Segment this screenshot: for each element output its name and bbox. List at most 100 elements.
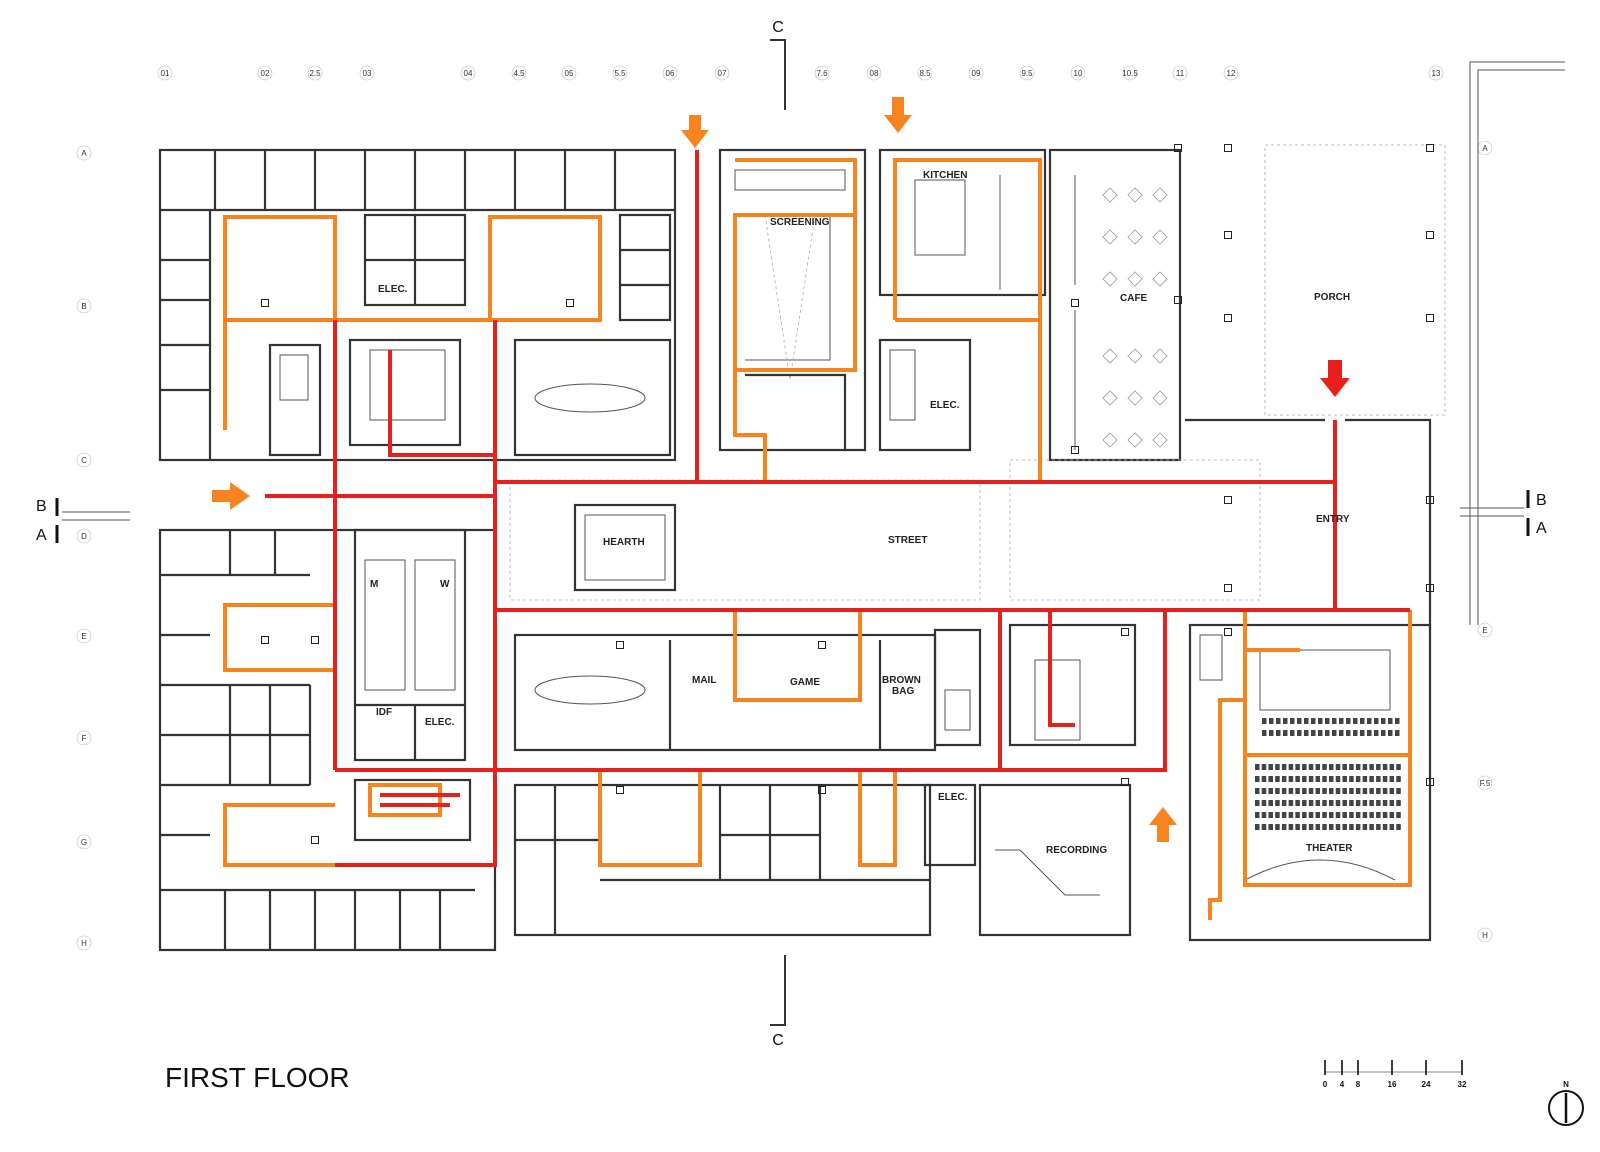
theater-seat xyxy=(1268,800,1273,806)
cafe-table xyxy=(1127,432,1143,448)
cafe-table xyxy=(1102,390,1118,406)
column xyxy=(1426,231,1434,239)
svg-text:C: C xyxy=(772,19,784,36)
svg-text:A: A xyxy=(36,527,47,544)
theater-seat xyxy=(1349,764,1354,770)
theater-seat xyxy=(1388,718,1393,724)
column-grid-label: 9.5 xyxy=(1021,69,1033,78)
theater-seat xyxy=(1339,730,1344,736)
section-marker-c-top: C xyxy=(770,19,786,110)
theater-seat xyxy=(1315,764,1321,770)
theater-seat xyxy=(1342,776,1347,782)
svg-text:C: C xyxy=(772,1032,784,1049)
theater-seat xyxy=(1335,776,1341,782)
theater-seat xyxy=(1362,800,1368,806)
theater-seat xyxy=(1329,812,1334,818)
theater-seat xyxy=(1308,764,1314,770)
theater-seat xyxy=(1349,776,1354,782)
theater-seat xyxy=(1311,730,1316,736)
theater-seat xyxy=(1362,788,1368,794)
theater-seat xyxy=(1304,718,1309,724)
theater-seat xyxy=(1388,730,1393,736)
grid-bubble xyxy=(1477,927,1493,943)
theater-seat xyxy=(1376,812,1381,818)
theater-seat xyxy=(1281,812,1287,818)
cafe-table xyxy=(1127,229,1143,245)
theater-seat xyxy=(1288,812,1294,818)
theater-seat xyxy=(1355,788,1361,794)
theater-seat xyxy=(1261,800,1267,806)
grid-bubble xyxy=(1223,65,1239,81)
row-grid-label: F xyxy=(82,734,87,743)
grid-bubble xyxy=(1477,775,1493,791)
theater-seat xyxy=(1283,718,1288,724)
room-label-idf: IDF xyxy=(376,707,392,718)
room-label-elec-4: ELEC. xyxy=(938,792,968,803)
cafe-table xyxy=(1152,187,1168,203)
room-label-porch: PORCH xyxy=(1314,292,1350,303)
theater-seat xyxy=(1308,800,1314,806)
theater-seat xyxy=(1389,812,1395,818)
cafe-table xyxy=(1152,390,1168,406)
theater-seat xyxy=(1269,730,1274,736)
theater-seat xyxy=(1346,730,1351,736)
theater-seat xyxy=(1329,824,1334,830)
column xyxy=(261,636,269,644)
theater-seat xyxy=(1335,764,1341,770)
grid-bubble xyxy=(76,628,92,644)
column-grid-label: 11 xyxy=(1176,69,1185,78)
grid-bubble xyxy=(1477,622,1493,638)
column-grid-label: 8.5 xyxy=(919,69,931,78)
row-grid-label: C xyxy=(81,456,87,465)
column xyxy=(1071,299,1079,307)
grid-bubble xyxy=(307,65,323,81)
cafe-table xyxy=(1102,348,1118,364)
section-marker-right: B A xyxy=(1460,490,1547,537)
column-grid-label: 05 xyxy=(565,69,574,78)
grid-bubble xyxy=(968,65,984,81)
theater-seat xyxy=(1355,764,1361,770)
theater-seat xyxy=(1329,800,1334,806)
theater-seat xyxy=(1355,812,1361,818)
cafe-tables xyxy=(1102,187,1168,448)
theater-seat xyxy=(1322,764,1327,770)
theater-seat xyxy=(1297,730,1302,736)
grid-bubble xyxy=(1172,65,1188,81)
grid-bubble xyxy=(1122,65,1138,81)
cafe-table xyxy=(1102,187,1118,203)
column xyxy=(1224,314,1232,322)
theater-seat xyxy=(1302,824,1307,830)
cafe-table xyxy=(1152,229,1168,245)
theater-seat xyxy=(1261,788,1267,794)
theater-seat xyxy=(1396,776,1401,782)
theater-seat xyxy=(1342,800,1347,806)
grid-bubble xyxy=(1070,65,1086,81)
theater-seat xyxy=(1315,824,1321,830)
theater-seat xyxy=(1288,788,1294,794)
theater-seat xyxy=(1268,824,1273,830)
theater-seat xyxy=(1353,718,1358,724)
theater-seat xyxy=(1281,800,1287,806)
room-label-elec-2: ELEC. xyxy=(930,400,960,411)
column xyxy=(566,299,574,307)
column-grid-label: 01 xyxy=(161,69,170,78)
theater-seat xyxy=(1261,812,1267,818)
theater-seat xyxy=(1302,764,1307,770)
structural-columns xyxy=(261,144,1434,844)
theater-seat xyxy=(1322,812,1327,818)
theater-seat xyxy=(1268,788,1273,794)
grid-bubble xyxy=(460,65,476,81)
row-grid-label: A xyxy=(81,149,87,158)
grid-bubble xyxy=(814,65,830,81)
theater-seat xyxy=(1382,776,1388,782)
entry-arrow-east xyxy=(1320,360,1350,397)
theater-seat xyxy=(1382,812,1388,818)
theater-seating xyxy=(1255,718,1401,830)
drawing-title: FIRST FLOOR xyxy=(165,1062,350,1093)
theater-seat xyxy=(1362,812,1368,818)
column xyxy=(1121,628,1129,636)
theater-seat xyxy=(1382,824,1388,830)
theater-seat xyxy=(1290,718,1295,724)
theater-seat xyxy=(1295,776,1300,782)
theater-seat xyxy=(1376,764,1381,770)
